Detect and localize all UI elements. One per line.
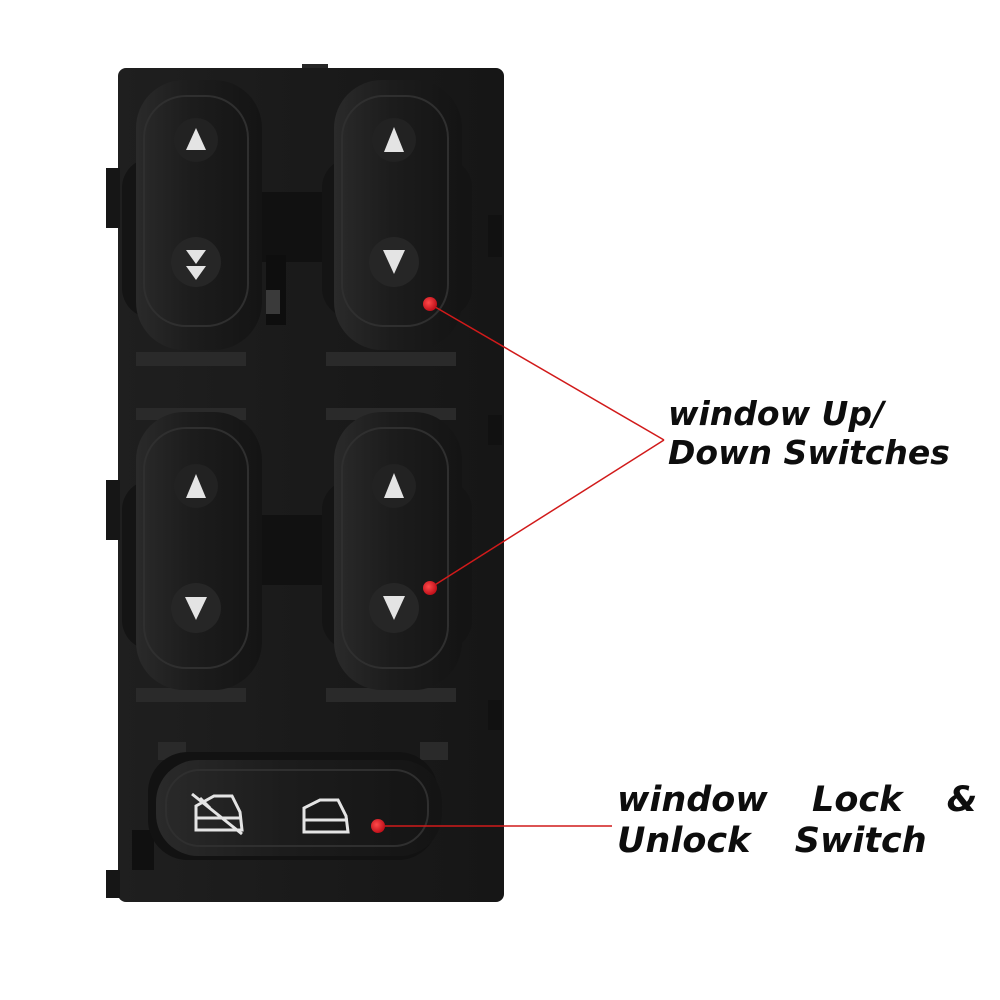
up-arrow-icon xyxy=(384,127,404,152)
up-arrow-icon xyxy=(384,473,404,498)
down-arrow-icon xyxy=(185,597,207,620)
updown-label-line1: window Up/ xyxy=(668,394,885,433)
window-unlock-icon xyxy=(302,798,350,834)
pointer-dot xyxy=(423,297,437,311)
lock-switch-label: window Lock & Unlock Switch xyxy=(617,780,977,863)
pointer-dot xyxy=(371,819,385,833)
updown-label-line2: Down Switches xyxy=(668,432,950,472)
up-arrow-icon xyxy=(186,474,206,498)
window-switch-front-right[interactable] xyxy=(322,80,472,350)
updown-switches-label: window Up/ Down Switches xyxy=(668,394,950,473)
window-switch-rear-right[interactable] xyxy=(322,412,472,690)
down-arrow-icon xyxy=(383,250,405,274)
window-switch-rear-left[interactable] xyxy=(122,412,262,690)
up-arrow-icon xyxy=(186,128,206,150)
lock-label-line1: window Lock & xyxy=(617,780,978,820)
lock-label-line2: Unlock Switch xyxy=(617,821,927,862)
pointer-dot xyxy=(423,581,437,595)
window-switch-front-left[interactable] xyxy=(122,80,262,350)
window-lock-switch[interactable] xyxy=(148,752,442,860)
down-arrow-icon xyxy=(383,596,405,620)
pointer-lines xyxy=(378,303,665,827)
window-lock-icon xyxy=(191,792,244,836)
auto-down-arrow-icon xyxy=(186,250,206,280)
